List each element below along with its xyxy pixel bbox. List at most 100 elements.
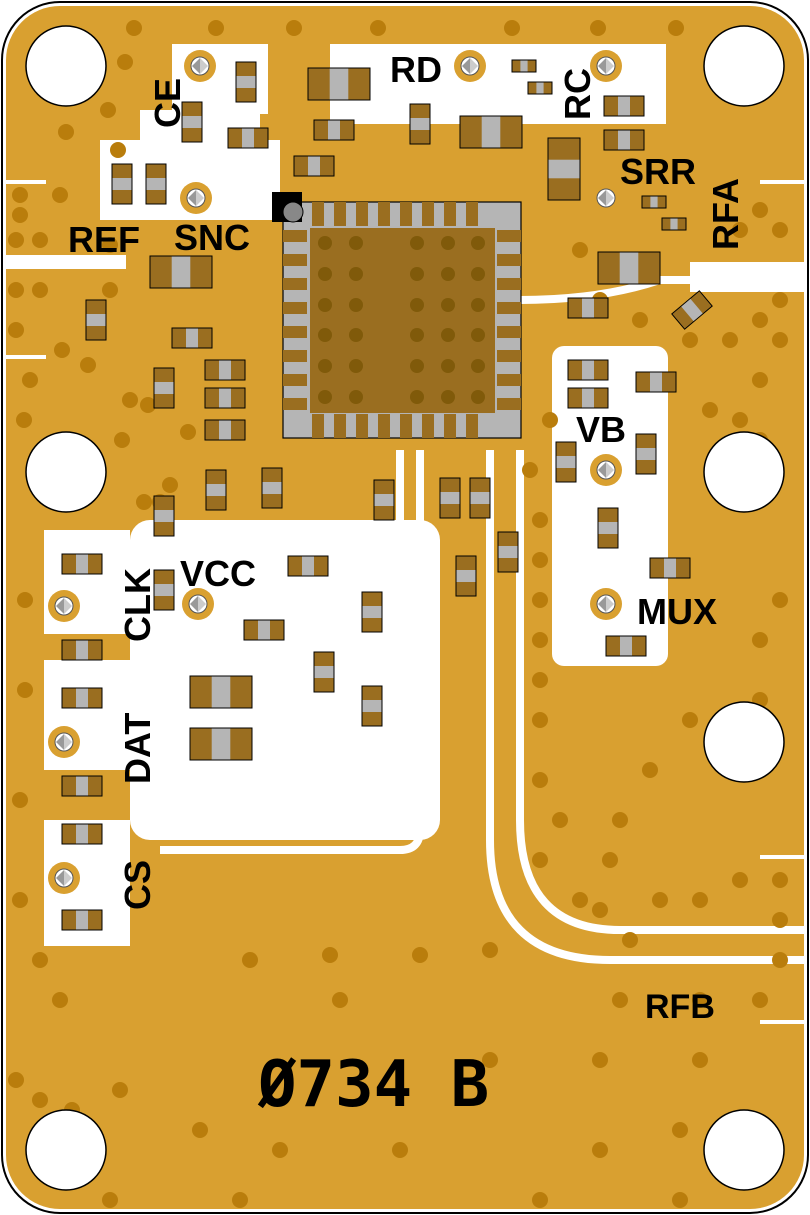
via — [672, 1122, 688, 1138]
chip-pad-left — [283, 302, 307, 314]
test-point[interactable] — [590, 50, 622, 82]
pin1-dot — [282, 201, 304, 223]
mounting-hole-r2 — [703, 701, 785, 783]
via — [590, 20, 606, 36]
via — [652, 892, 668, 908]
via — [692, 1052, 708, 1068]
test-point[interactable] — [48, 590, 80, 622]
test-point[interactable] — [184, 50, 216, 82]
test-points — [48, 50, 622, 894]
via — [482, 942, 498, 958]
thermal-via — [318, 298, 332, 312]
via — [122, 392, 138, 408]
via — [592, 902, 608, 918]
via — [12, 892, 28, 908]
test-point[interactable] — [454, 50, 486, 82]
test-point[interactable] — [590, 454, 622, 486]
via — [542, 412, 558, 428]
chip-pad-top — [466, 202, 478, 226]
smd-part — [409, 103, 431, 145]
smd-part — [171, 327, 213, 349]
smd-part — [605, 635, 647, 657]
via — [552, 812, 568, 828]
chip-pad-left — [283, 374, 307, 386]
smd-part — [527, 81, 553, 95]
via — [17, 592, 33, 608]
test-point[interactable] — [182, 588, 214, 620]
via — [692, 892, 708, 908]
smd-part — [204, 387, 246, 409]
test-point[interactable] — [590, 588, 622, 620]
smd-part — [287, 555, 329, 577]
via — [110, 142, 126, 158]
label-dat: DAT — [117, 713, 158, 784]
test-point[interactable] — [48, 862, 80, 894]
test-point[interactable] — [590, 182, 622, 214]
chip-pad-top — [422, 202, 434, 226]
via — [102, 282, 118, 298]
thermal-via — [410, 267, 424, 281]
mounting-hole-bl — [25, 1109, 107, 1191]
test-point[interactable] — [48, 726, 80, 758]
via — [572, 892, 588, 908]
thermal-via — [349, 298, 363, 312]
via — [522, 462, 538, 478]
mounting-hole-mr — [703, 431, 785, 513]
via — [32, 1092, 48, 1108]
qfn-chip — [272, 192, 522, 439]
smd-part — [459, 115, 523, 149]
smd-part — [85, 299, 107, 341]
via — [572, 242, 588, 258]
via — [332, 992, 348, 1008]
via — [752, 992, 768, 1008]
thermal-via — [318, 359, 332, 373]
thermal-via — [349, 236, 363, 250]
label-rd: RD — [390, 49, 442, 90]
chip-pad-right — [497, 278, 521, 290]
chip-pad-right — [497, 398, 521, 410]
via — [752, 372, 768, 388]
thermal-via — [471, 298, 485, 312]
via — [12, 207, 28, 223]
thermal-via — [318, 390, 332, 404]
smd-part — [227, 127, 269, 149]
via — [682, 712, 698, 728]
thermal-via — [441, 390, 455, 404]
via — [136, 494, 152, 510]
thermal-via — [349, 267, 363, 281]
smd-part — [567, 297, 609, 319]
via — [102, 237, 118, 253]
chip-pad-bottom — [400, 414, 412, 438]
smd-part — [313, 651, 335, 693]
smd-part — [567, 387, 609, 409]
via — [752, 202, 768, 218]
smd-part-rotated — [671, 290, 713, 330]
test-point[interactable] — [180, 182, 212, 214]
via — [286, 20, 302, 36]
thermal-via — [410, 359, 424, 373]
smd-components — [61, 59, 713, 931]
chip-pad-bottom — [444, 414, 456, 438]
via — [752, 632, 768, 648]
via — [12, 187, 28, 203]
smd-part — [153, 569, 175, 611]
smd-part — [153, 495, 175, 537]
via — [592, 1142, 608, 1158]
thermal-via — [410, 298, 424, 312]
smd-part — [204, 419, 246, 441]
via — [532, 772, 548, 788]
chip-pad-right — [497, 254, 521, 266]
thermal-via — [441, 267, 455, 281]
label-clk: CLK — [117, 568, 158, 642]
via — [140, 397, 156, 413]
smd-part — [661, 217, 687, 231]
via — [532, 592, 548, 608]
smd-part — [61, 639, 103, 661]
label-snc: SNC — [174, 217, 250, 258]
smd-part — [205, 469, 227, 511]
smd-part — [547, 137, 581, 201]
label-mux: MUX — [637, 591, 717, 632]
via — [732, 412, 748, 428]
chip-pad-top — [312, 202, 324, 226]
via — [532, 1192, 548, 1208]
